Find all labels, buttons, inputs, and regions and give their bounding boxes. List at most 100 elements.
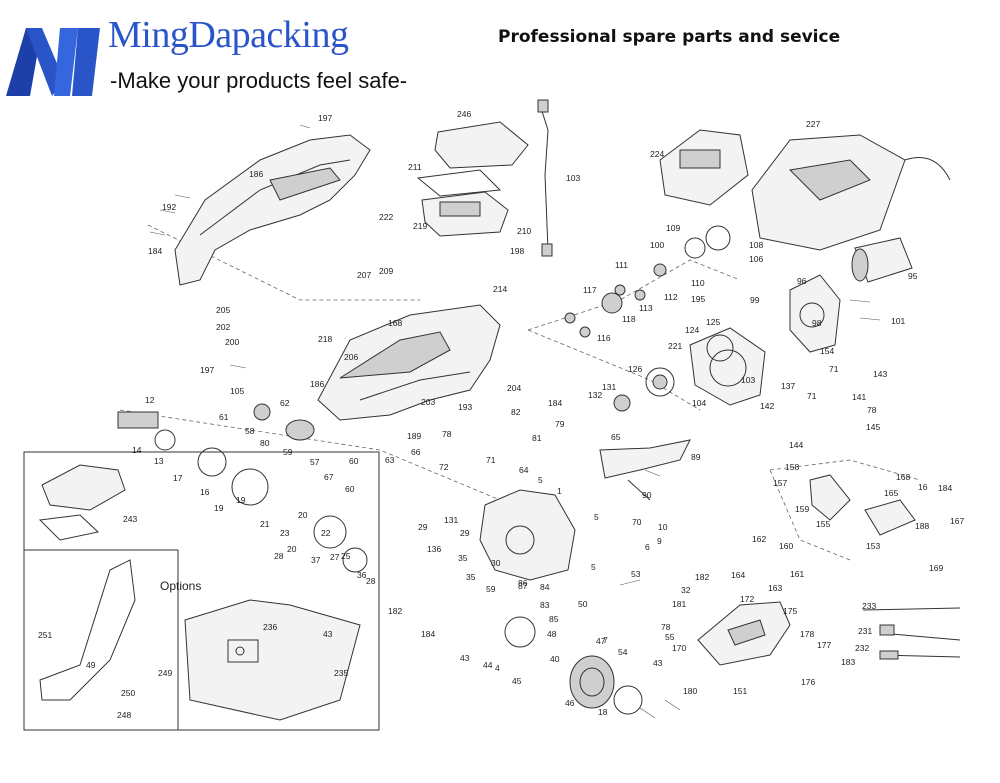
part-number-109: 109: [666, 223, 680, 233]
part-number-87: 87: [518, 581, 528, 591]
part-number-160: 160: [779, 541, 793, 551]
part-number-136: 136: [427, 544, 441, 554]
part-number-16: 16: [918, 482, 928, 492]
part-number-84: 84: [540, 582, 550, 592]
part-number-70: 70: [632, 517, 642, 527]
part-number-235: 235: [334, 668, 348, 678]
part-number-186: 186: [249, 169, 263, 179]
part-number-177: 177: [817, 640, 831, 650]
part-number-151: 151: [733, 686, 747, 696]
part-number-28: 28: [366, 576, 376, 586]
part-number-20: 20: [287, 544, 297, 554]
part-number-186: 186: [310, 379, 324, 389]
part-number-66: 66: [411, 447, 421, 457]
part-number-103: 103: [741, 375, 755, 385]
part-number-22: 22: [321, 528, 331, 538]
part-number-211: 211: [408, 162, 422, 172]
part-number-132: 132: [588, 390, 602, 400]
part-number-204: 204: [507, 383, 521, 393]
page-headline: Professional spare parts and sevice: [498, 27, 841, 47]
part-number-14: 14: [132, 445, 142, 455]
part-number-145: 145: [866, 422, 880, 432]
part-number-231: 231: [858, 626, 872, 636]
part-number-47: 47: [596, 636, 606, 646]
part-number-29: 29: [460, 528, 470, 538]
part-number-103: 103: [566, 173, 580, 183]
part-number-40: 40: [550, 654, 560, 664]
part-number-169: 169: [929, 563, 943, 573]
options-label: Options: [160, 579, 201, 593]
part-number-165: 165: [884, 488, 898, 498]
part-number-124: 124: [685, 325, 699, 335]
part-number-44: 44: [483, 660, 493, 670]
part-number-189: 189: [407, 431, 421, 441]
part-number-214: 214: [493, 284, 507, 294]
part-number-104: 104: [692, 398, 706, 408]
part-number-7: 7: [603, 635, 608, 645]
part-number-184: 184: [938, 483, 952, 493]
part-number-63: 63: [385, 455, 395, 465]
part-number-9: 9: [657, 536, 662, 546]
part-number-210: 210: [517, 226, 531, 236]
part-number-202: 202: [216, 322, 230, 332]
part-number-184: 184: [421, 629, 435, 639]
part-number-105: 105: [230, 386, 244, 396]
part-number-1: 1: [557, 486, 562, 496]
part-number-60: 60: [345, 484, 355, 494]
part-number-71: 71: [807, 391, 817, 401]
part-number-71: 71: [829, 364, 839, 374]
part-number-197: 197: [200, 365, 214, 375]
part-number-172: 172: [740, 594, 754, 604]
part-number-112: 112: [664, 292, 678, 302]
part-number-80: 80: [260, 438, 270, 448]
part-number-37: 37: [311, 555, 321, 565]
part-number-157: 157: [773, 478, 787, 488]
part-number-78: 78: [867, 405, 877, 415]
part-number-49: 49: [86, 660, 96, 670]
part-number-184: 184: [548, 398, 562, 408]
part-number-180: 180: [683, 686, 697, 696]
part-number-35: 35: [466, 572, 476, 582]
part-number-19: 19: [236, 495, 246, 505]
part-number-126: 126: [628, 364, 642, 374]
part-number-192: 192: [162, 202, 176, 212]
part-number-246: 246: [457, 109, 471, 119]
part-number-142: 142: [760, 401, 774, 411]
part-number-137: 137: [781, 381, 795, 391]
part-number-81: 81: [532, 433, 542, 443]
part-number-10: 10: [658, 522, 668, 532]
part-number-46: 46: [565, 698, 575, 708]
part-number-184: 184: [148, 246, 162, 256]
part-number-183: 183: [841, 657, 855, 667]
part-number-23: 23: [280, 528, 290, 538]
part-number-182: 182: [695, 572, 709, 582]
part-number-30: 30: [491, 558, 501, 568]
part-number-6: 6: [645, 542, 650, 552]
part-number-167: 167: [950, 516, 964, 526]
part-number-79: 79: [555, 419, 565, 429]
part-number-43: 43: [460, 653, 470, 663]
part-number-59: 59: [283, 447, 293, 457]
part-number-55: 55: [665, 632, 675, 642]
part-number-45: 45: [512, 676, 522, 686]
part-number-221: 221: [668, 341, 682, 351]
part-number-108: 108: [749, 240, 763, 250]
part-number-224: 224: [650, 149, 664, 159]
part-number-20: 20: [298, 510, 308, 520]
part-number-233: 233: [862, 601, 876, 611]
part-number-113: 113: [639, 303, 653, 313]
part-number-71: 71: [486, 455, 496, 465]
part-number-5: 5: [594, 512, 599, 522]
part-number-182: 182: [388, 606, 402, 616]
part-number-67: 67: [324, 472, 334, 482]
part-number-25: 25: [341, 551, 351, 561]
part-number-43: 43: [653, 658, 663, 668]
part-number-170: 170: [672, 643, 686, 653]
part-number-197: 197: [318, 113, 332, 123]
part-number-125: 125: [706, 317, 720, 327]
part-number-158: 158: [785, 462, 799, 472]
part-number-248: 248: [117, 710, 131, 720]
part-number-17: 17: [173, 473, 183, 483]
part-number-36: 36: [357, 570, 367, 580]
